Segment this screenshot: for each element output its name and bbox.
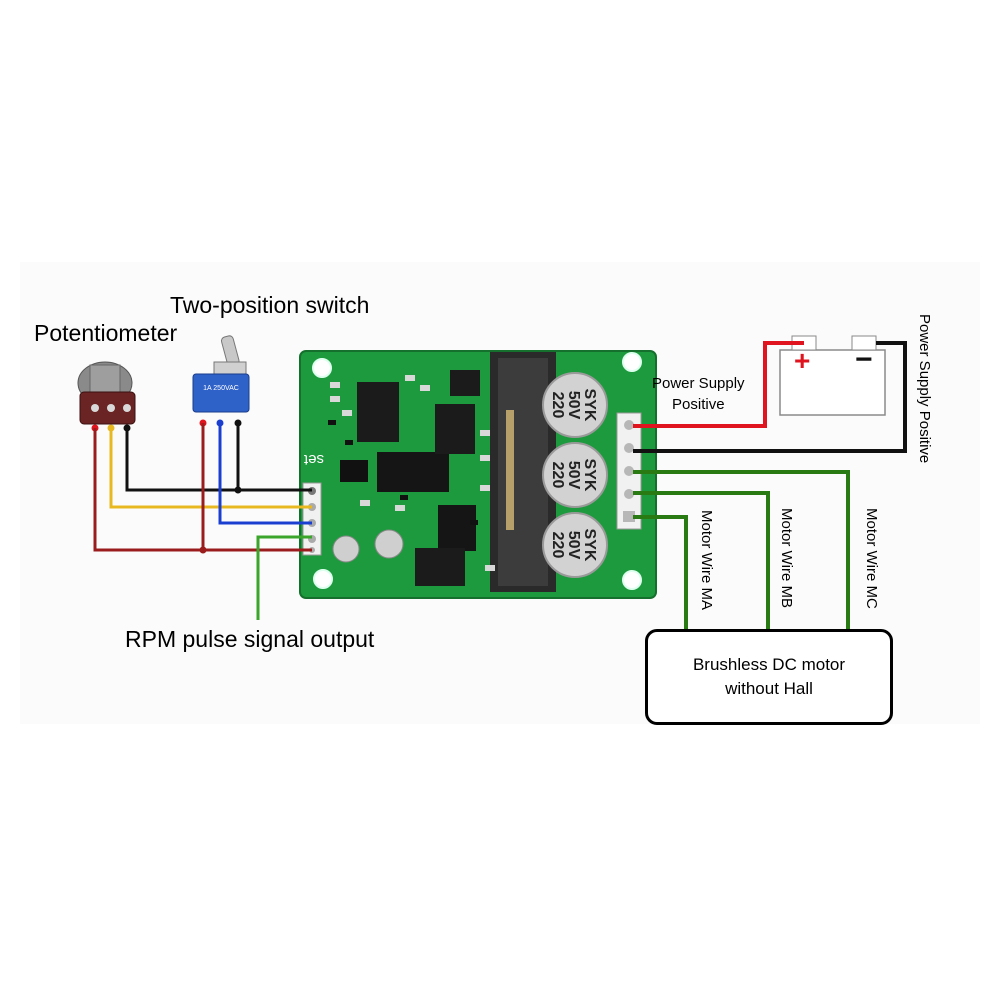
rpm-output-label: RPM pulse signal output — [125, 626, 375, 652]
power-supply-positive-line1: Power Supply — [652, 375, 745, 392]
large-capacitor: SYK50V220 — [542, 512, 608, 578]
toggle-switch: 1A 250VAC — [192, 335, 250, 427]
large-capacitor: SYK50V220 — [542, 442, 608, 508]
power-supply-positive-label: Power Supply Positive — [652, 373, 745, 415]
pot-yellow-wire — [109, 428, 312, 509]
motor-wire-ma-label: Motor Wire MA — [698, 510, 715, 611]
battery — [779, 335, 886, 416]
motor-label-line2: without Hall — [725, 679, 813, 698]
switch-blue-wire — [218, 423, 312, 525]
svg-text:SYK50V220: SYK50V220 — [549, 529, 598, 562]
motor-label-line1: Brushless DC motor — [692, 655, 846, 674]
red-power-wire — [633, 341, 804, 428]
potentiometer-label: Potentiometer — [34, 320, 178, 346]
svg-text:SYK50V220: SYK50V220 — [549, 389, 598, 422]
rpm-green-wire — [256, 535, 312, 620]
brushless-motor-box: Brushless DC motor without Hall — [645, 629, 893, 725]
set-label: set — [303, 451, 324, 468]
large-capacitor: SYK50V220 — [542, 372, 608, 438]
power-supply-positive-vertical-label: Power Supply Positive — [916, 314, 933, 464]
svg-text:SYK50V220: SYK50V220 — [549, 459, 598, 492]
motor-wire-mc — [633, 470, 850, 629]
pot-black-wire — [125, 428, 312, 492]
svg-text:1A 250VAC: 1A 250VAC — [203, 385, 239, 392]
motor-wire-mc-label: Motor Wire MC — [863, 508, 880, 609]
battery-plus-sign: + — [794, 345, 811, 376]
potentiometer — [77, 361, 136, 432]
pot-red-wire — [93, 428, 312, 552]
two-position-switch-label: Two-position switch — [170, 292, 370, 318]
motor-wire-mb — [633, 491, 770, 629]
motor-wire-mb-label: Motor Wire MB — [778, 508, 795, 609]
motor-wire-ma — [633, 515, 688, 629]
power-supply-positive-line2: Positive — [672, 396, 725, 413]
controller-board: set SYK50V220 SYK50V220 SYK50V220 — [299, 350, 657, 599]
black-power-wire — [633, 341, 907, 453]
battery-minus-sign: − — [855, 343, 873, 376]
